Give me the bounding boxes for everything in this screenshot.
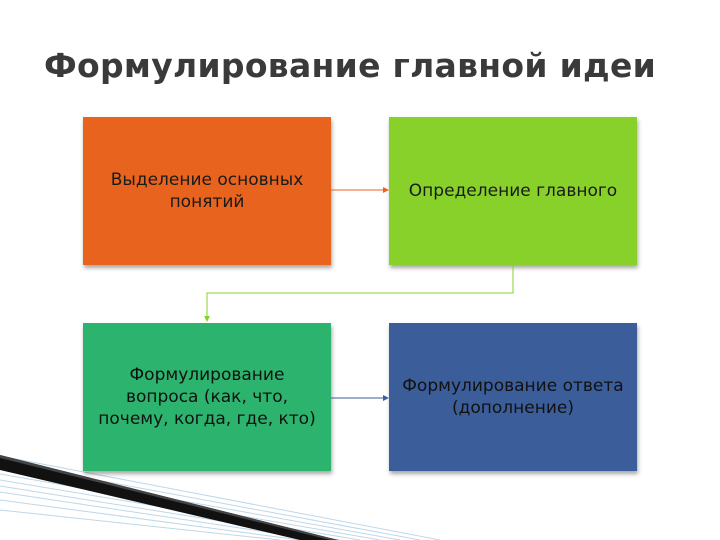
box-main-point: Определение главного <box>389 117 637 265</box>
box-answer-label: Формулирование ответа (дополнение) <box>402 375 624 418</box>
box-key-concepts: Выделение основных понятий <box>83 117 331 265</box>
connector-question-to-answer <box>331 395 389 401</box>
box-main-point-label: Определение главного <box>408 180 618 201</box>
box-answer: Формулирование ответа (дополнение) <box>389 323 637 471</box>
box-question: Формулирование вопроса (как, что, почему… <box>83 323 331 471</box>
page-title: Формулирование главной идеи <box>44 46 657 85</box>
connector-main-to-question <box>204 265 514 322</box>
connector-concepts-to-main <box>331 187 389 193</box>
box-question-label: Формулирование вопроса (как, что, почему… <box>98 364 316 430</box>
box-key-concepts-label: Выделение основных понятий <box>110 169 304 212</box>
